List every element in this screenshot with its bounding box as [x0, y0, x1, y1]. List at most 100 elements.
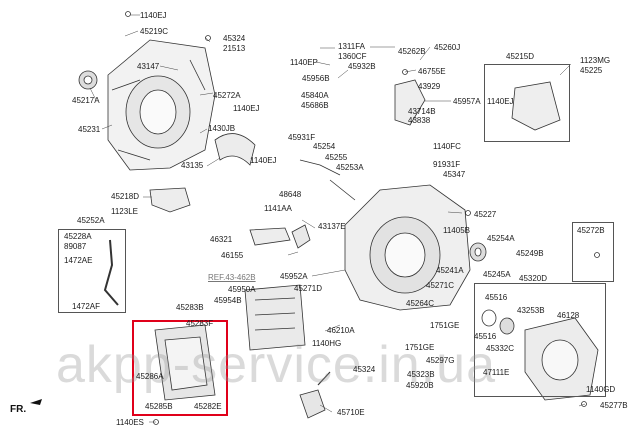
- label-45231: 45231: [78, 125, 101, 134]
- label-46210a: 46210A: [327, 326, 355, 335]
- label-45320d: 45320D: [519, 274, 548, 283]
- label-46755e: 46755E: [418, 67, 446, 76]
- label-45272a: 45272A: [213, 91, 241, 100]
- label-1140ej-right: 1140EJ: [487, 97, 514, 106]
- label-1140gd: 1140GD: [586, 385, 616, 394]
- fr-arrow-icon: [30, 399, 42, 405]
- label-46321: 46321: [210, 235, 233, 244]
- label-1141aa: 1141AA: [264, 204, 292, 213]
- label-1430jb: 1430JB: [208, 124, 236, 133]
- label-45954b: 45954B: [214, 296, 242, 305]
- label-1123mg: 1123MG: [580, 56, 611, 65]
- label-45249b: 45249B: [516, 249, 544, 258]
- label-1140fc: 1140FC: [433, 142, 461, 151]
- label-45217a: 45217A: [72, 96, 100, 105]
- ref-label[interactable]: REF.43-462B: [208, 273, 256, 282]
- label-45297g: 45297G: [426, 356, 455, 365]
- label-1140ej-low: 1140EJ: [250, 156, 277, 165]
- label-45260j: 45260J: [434, 43, 461, 52]
- label-43135: 43135: [181, 161, 204, 170]
- label-1140ej-mid: 1140EJ: [233, 104, 260, 113]
- label-43838: 43838: [408, 116, 431, 125]
- label-45956b: 45956B: [302, 74, 330, 83]
- label-1751ge-a: 1751GE: [430, 321, 460, 330]
- label-45840a: 45840A: [301, 91, 329, 100]
- label-45286a: 45286A: [136, 372, 164, 381]
- label-1472af: 1472AF: [72, 302, 101, 311]
- label-46128: 46128: [557, 311, 580, 320]
- label-45283b: 45283B: [176, 303, 204, 312]
- label-11405b: 11405B: [443, 226, 470, 235]
- label-45952a: 45952A: [280, 272, 308, 281]
- label-45253a: 45253A: [336, 163, 364, 172]
- direction-label: FR.: [10, 404, 27, 415]
- label-45920b: 45920B: [406, 381, 434, 390]
- highlight-box-oil-pan: [132, 320, 228, 416]
- label-89087: 89087: [64, 242, 87, 251]
- label-45227: 45227: [474, 210, 497, 219]
- bracket-45215d: [511, 81, 561, 131]
- label-46155: 46155: [221, 251, 244, 260]
- label-45219c: 45219C: [140, 27, 169, 36]
- label-45285b: 45285B: [145, 402, 173, 411]
- label-45324-low: 45324: [353, 365, 376, 374]
- label-45347: 45347: [443, 170, 466, 179]
- label-45228a: 45228A: [64, 232, 92, 241]
- label-45271c: 45271C: [426, 281, 455, 290]
- label-45516-b: 45516: [474, 332, 497, 341]
- label-45241a: 45241A: [436, 266, 464, 275]
- label-43253b: 43253B: [517, 306, 545, 315]
- label-1751ge-b: 1751GE: [405, 343, 435, 352]
- label-47111e: 47111E: [483, 368, 510, 377]
- label-45225: 45225: [580, 66, 603, 75]
- label-1123le: 1123LE: [111, 207, 138, 216]
- label-45271d: 45271D: [294, 284, 323, 293]
- label-43714b: 43714B: [408, 107, 436, 116]
- bracket-45218d: [149, 187, 191, 213]
- label-45252a: 45252A: [77, 216, 105, 225]
- label-45262b: 45262B: [398, 47, 426, 56]
- label-45245a: 45245A: [483, 270, 511, 279]
- label-1140hg: 1140HG: [312, 339, 342, 348]
- label-45264c: 45264C: [406, 299, 435, 308]
- inset-right-label: 45272B: [577, 226, 605, 235]
- label-45931f: 45931F: [288, 133, 316, 142]
- baffle-plate: [214, 133, 256, 166]
- label-1140ej-top: 1140EJ: [140, 11, 167, 20]
- label-1140ep: 1140EP: [290, 58, 318, 67]
- label-45283f: 45283F: [186, 319, 214, 328]
- label-43147: 43147: [137, 62, 160, 71]
- label-45324-top: 45324: [223, 34, 246, 43]
- label-45710e: 45710E: [337, 408, 365, 417]
- label-45254: 45254: [313, 142, 336, 151]
- label-45686b: 45686B: [301, 101, 329, 110]
- label-45932b: 45932B: [348, 62, 376, 71]
- label-45255: 45255: [325, 153, 348, 162]
- label-45332c: 45332C: [486, 344, 515, 353]
- label-45218d: 45218D: [111, 192, 140, 201]
- label-43929: 43929: [418, 82, 441, 91]
- inset-box-rear-cover: [474, 283, 606, 397]
- cooler-pipe: [103, 239, 119, 306]
- label-45323b: 45323B: [407, 370, 435, 379]
- label-43137e: 43137E: [318, 222, 346, 231]
- label-91931f: 91931F: [433, 160, 461, 169]
- label-45215d: 45215D: [506, 52, 535, 61]
- label-45950a: 45950A: [228, 285, 256, 294]
- label-48648: 48648: [279, 190, 302, 199]
- label-45957a: 45957A: [453, 97, 481, 106]
- label-1311fa: 1311FA: [338, 42, 365, 51]
- inset-box-bracket: [484, 64, 570, 142]
- label-1140es: 1140ES: [116, 418, 144, 427]
- label-45282e: 45282E: [194, 402, 222, 411]
- label-21513: 21513: [223, 44, 246, 53]
- inset-box-hose: [58, 229, 126, 313]
- valve-body: [244, 284, 306, 351]
- label-1360cf: 1360CF: [338, 52, 367, 61]
- inset-box-45272b: [572, 222, 614, 282]
- label-45254a: 45254A: [487, 234, 515, 243]
- label-1472ae: 1472AE: [64, 256, 93, 265]
- label-45277b: 45277B: [600, 401, 628, 410]
